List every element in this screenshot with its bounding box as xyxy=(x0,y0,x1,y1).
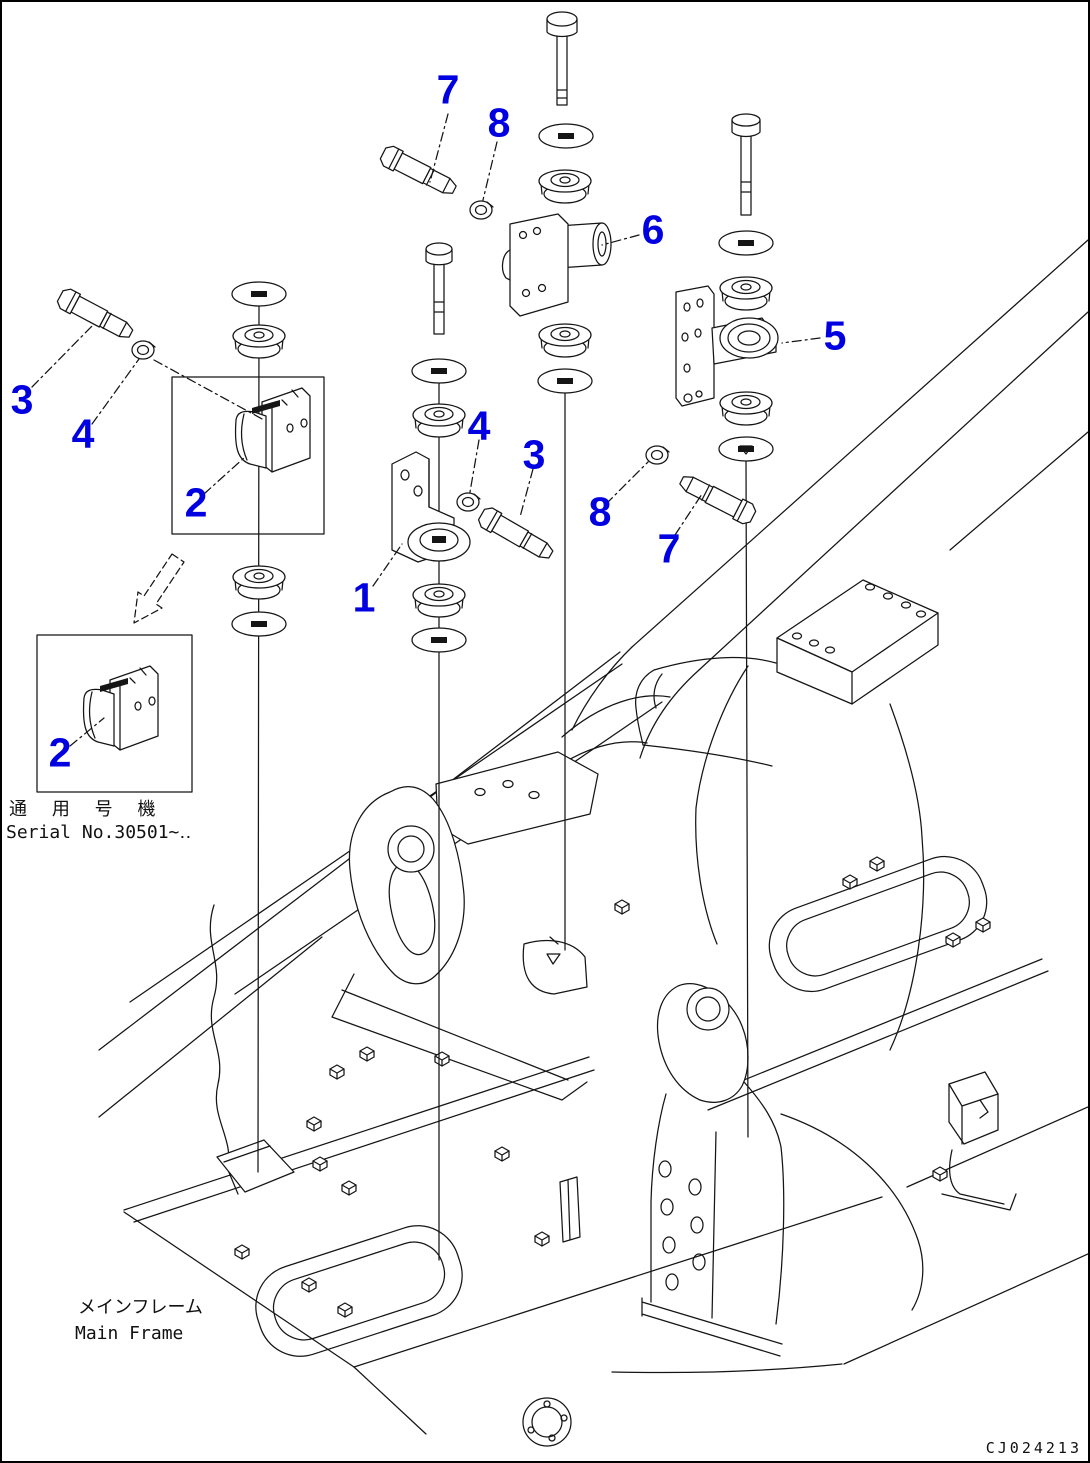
assembly-drop-lines xyxy=(257,304,749,1261)
callout-7-top: 7 xyxy=(436,66,460,113)
right-trunnion-tower xyxy=(641,983,924,1357)
callout-2-box: 2 xyxy=(184,479,208,526)
detail-box-lower xyxy=(36,634,193,793)
reference-arrow xyxy=(133,553,185,624)
left-foot-pad xyxy=(216,1139,295,1193)
frame-label-en: Main Frame xyxy=(75,1323,184,1344)
mount-column-right xyxy=(675,113,779,462)
callout-8-right: 8 xyxy=(588,488,612,535)
center-mount-plate xyxy=(522,939,588,995)
callout-1: 1 xyxy=(352,574,376,621)
left-trunnion-tower xyxy=(331,751,599,1101)
callout-8-top: 8 xyxy=(487,99,511,146)
floor-hatch-left xyxy=(255,1225,463,1357)
mount-column-top xyxy=(501,11,612,394)
frame-label-jp: メインフレーム xyxy=(78,1297,203,1318)
callout-leader-lines xyxy=(31,113,821,747)
bracket-5 xyxy=(675,285,779,407)
callout-4-left: 4 xyxy=(71,410,95,457)
applicability-serial: Serial No.30501~‥ xyxy=(6,822,192,843)
callout-5: 5 xyxy=(823,312,847,359)
bracket-6 xyxy=(501,213,612,317)
callout-6: 6 xyxy=(641,206,665,253)
callout-4-center: 4 xyxy=(467,402,491,449)
right-mount-bracket xyxy=(941,1071,1017,1211)
applicability-note-jp: 通 用 号 機 xyxy=(9,799,163,820)
callout-3-left: 3 xyxy=(10,376,34,423)
detail-box-upper xyxy=(171,376,325,535)
mount-column-center xyxy=(391,242,471,653)
callout-7-right: 7 xyxy=(657,525,681,572)
main-frame-drawing xyxy=(98,239,1088,1447)
callout-2-lower: 2 xyxy=(48,729,72,776)
floor-hatch-right xyxy=(768,855,988,993)
callout-3-center: 3 xyxy=(522,431,546,478)
drawing-code: CJ024213 xyxy=(985,1439,1082,1457)
